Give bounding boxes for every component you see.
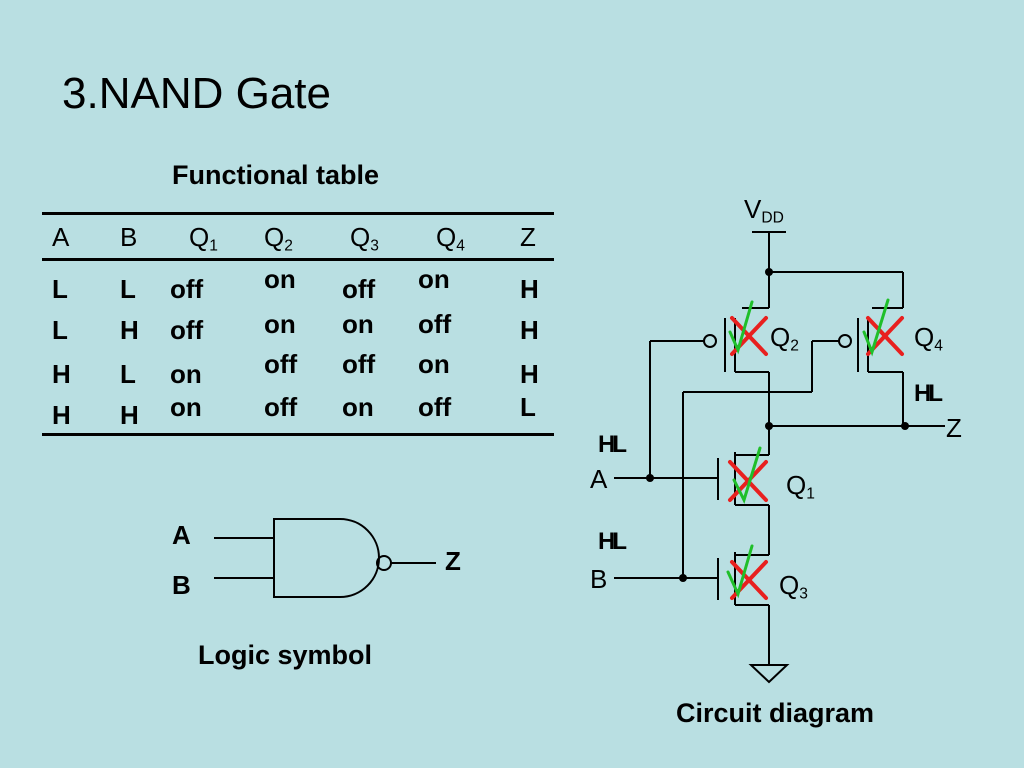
header-q4: Q4 bbox=[436, 222, 465, 255]
check-icon bbox=[726, 544, 754, 599]
check-icon bbox=[732, 446, 762, 505]
q1-label: Q1 bbox=[786, 470, 815, 503]
circuit-output-label: Z bbox=[946, 413, 962, 443]
table-cell: off bbox=[170, 274, 204, 304]
circuit-caption: Circuit diagram bbox=[676, 698, 875, 728]
table-cell: off bbox=[170, 315, 204, 345]
table-caption: Functional table bbox=[172, 160, 380, 190]
q4-label: Q4 bbox=[914, 322, 943, 355]
table-cell: H bbox=[520, 359, 539, 389]
level-mark-output: HL bbox=[914, 380, 943, 407]
check-icon bbox=[728, 300, 754, 355]
circuit-nodes bbox=[646, 268, 909, 582]
node-dot bbox=[765, 268, 773, 276]
header-b: B bbox=[120, 222, 138, 252]
header-q1: Q1 bbox=[189, 222, 218, 255]
table-cell: on bbox=[418, 349, 450, 379]
logic-output-label: Z bbox=[445, 546, 461, 576]
node-dot bbox=[765, 422, 773, 430]
table-cell: on bbox=[264, 309, 296, 339]
table-cell: on bbox=[418, 264, 450, 294]
q2-label: Q2 bbox=[770, 322, 799, 355]
header-z: Z bbox=[520, 222, 536, 252]
level-mark-b: HL bbox=[598, 528, 627, 555]
node-dot bbox=[646, 474, 654, 482]
table-cell: on bbox=[170, 359, 202, 389]
table-cell: on bbox=[342, 309, 374, 339]
level-mark-a: HL bbox=[598, 431, 627, 458]
table-cell: H bbox=[520, 315, 539, 345]
header-a: A bbox=[52, 222, 70, 252]
table-cell: off bbox=[342, 349, 376, 379]
table-cell: L bbox=[52, 274, 68, 304]
node-dot bbox=[679, 574, 687, 582]
table-cell: on bbox=[170, 392, 202, 422]
vdd-label: VDD bbox=[744, 194, 784, 227]
table-top-rule bbox=[42, 212, 554, 215]
circuit-input-a-label: A bbox=[590, 464, 608, 494]
table-cell: L bbox=[120, 359, 136, 389]
table-cell: off bbox=[418, 309, 452, 339]
state-marks bbox=[726, 298, 904, 600]
node-dot bbox=[901, 422, 909, 430]
logic-input-b-label: B bbox=[172, 570, 191, 600]
table-cell: H bbox=[120, 315, 139, 345]
table-cell: L bbox=[52, 315, 68, 345]
cross-icon bbox=[728, 460, 768, 502]
table-cell: H bbox=[520, 274, 539, 304]
table-header-rule bbox=[42, 258, 554, 261]
table-cell: off bbox=[342, 274, 376, 304]
table-bottom-rule bbox=[42, 433, 554, 436]
circuit-wires bbox=[614, 231, 945, 684]
logic-symbol-caption: Logic symbol bbox=[198, 640, 373, 670]
table-cell: on bbox=[264, 264, 296, 294]
header-q3: Q3 bbox=[350, 222, 379, 255]
table-cell: L bbox=[120, 274, 136, 304]
slide-title: 3.NAND Gate bbox=[62, 69, 331, 118]
table-cell: off bbox=[264, 349, 298, 379]
q3-label: Q3 bbox=[779, 570, 808, 603]
circuit-input-b-label: B bbox=[590, 564, 608, 594]
table-cell: on bbox=[342, 392, 374, 422]
table-cell: off bbox=[264, 392, 298, 422]
table-cell: off bbox=[418, 392, 452, 422]
check-icon bbox=[862, 298, 890, 357]
table-cell: H bbox=[120, 400, 139, 430]
table-cell: H bbox=[52, 400, 71, 430]
logic-symbol bbox=[214, 518, 436, 598]
table-cell: H bbox=[52, 359, 71, 389]
header-q2: Q2 bbox=[264, 222, 293, 255]
table-cell: L bbox=[520, 392, 536, 422]
logic-input-a-label: A bbox=[172, 520, 191, 550]
